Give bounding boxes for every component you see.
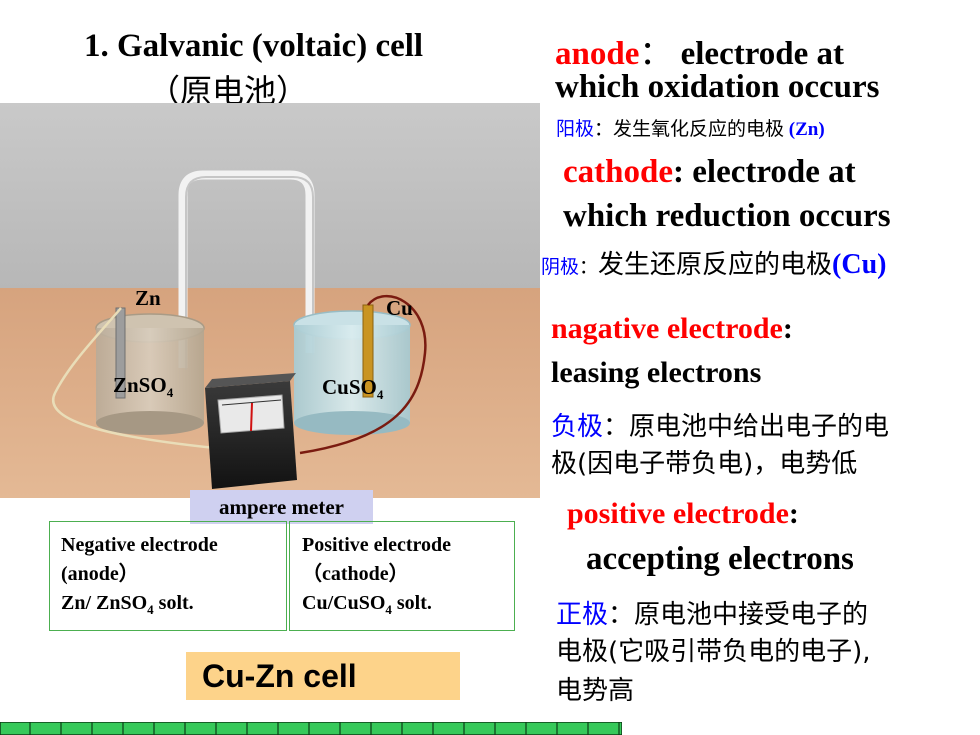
cuso4-beaker: [294, 325, 410, 423]
cuso4-label: CuSO4: [322, 375, 384, 403]
anode-heading: anode： electrode at: [555, 33, 844, 72]
negative-box-line3: Zn/ ZnSO4 solt.: [61, 592, 194, 617]
ammeter-needle: [250, 402, 253, 432]
positive-definition: accepting electrons: [586, 541, 854, 577]
slide-title: 1. Galvanic (voltaic) cell: [84, 28, 424, 64]
copper-wire: [299, 294, 427, 455]
anode-chinese: 阳极：发生氧化反应的电极 (Zn): [556, 118, 825, 140]
zinc-wire: [52, 307, 216, 450]
zinc-label: Zn: [135, 286, 161, 310]
cathode-term: cathode: [563, 154, 673, 190]
cathode-chinese: 阴极：发生还原反应的电极(Cu): [541, 249, 887, 280]
anode-definition: which oxidation occurs: [555, 69, 880, 105]
negative-chinese-line2: 极(因电子带负电)，电势低: [551, 449, 858, 479]
negative-cn-term: 负极: [551, 412, 604, 442]
positive-box-line3: Cu/CuSO4 solt.: [302, 592, 432, 617]
positive-chinese-line1: 正极：原电池中接受电子的: [556, 600, 869, 630]
negative-heading: nagative electrode:: [551, 312, 793, 345]
positive-heading: positive electrode:: [567, 497, 799, 530]
negative-chinese-line1: 负极：原电池中给出电子的电: [551, 412, 890, 442]
positive-cn-term: 正极: [556, 600, 609, 630]
cathode-cn-term: 阴极: [541, 256, 580, 278]
positive-box-line1: Positive electrode: [302, 534, 452, 556]
anode-term: anode: [555, 36, 640, 72]
znso4-label: ZnSO4: [113, 373, 174, 401]
negative-electrode-box: Negative electrode (anode） Zn/ ZnSO4 sol…: [49, 521, 287, 631]
positive-term: positive electrode: [567, 497, 789, 530]
cathode-heading: cathode: electrode at: [563, 154, 856, 190]
copper-label: Cu: [386, 296, 413, 320]
positive-chinese-line3: 电势高: [556, 676, 635, 706]
znso4-beaker: [96, 328, 204, 423]
negative-definition: leasing electrons: [551, 356, 762, 389]
positive-electrode-box: Positive electrode （cathode） Cu/CuSO4 so…: [289, 521, 515, 631]
cell-name-label: Cu-Zn cell: [186, 652, 460, 700]
negative-box-line1: Negative electrode: [61, 534, 218, 556]
wall: [0, 103, 540, 288]
positive-chinese-line2: 电极(它吸引带负电的电子),: [556, 637, 871, 667]
negative-box-line2: (anode）: [61, 563, 139, 585]
positive-box-line2: （cathode）: [302, 563, 409, 585]
anode-cn-term: 阳极: [556, 118, 595, 140]
salt-bridge: [178, 170, 315, 368]
cathode-definition: which reduction occurs: [563, 198, 891, 234]
negative-term: nagative electrode: [551, 312, 783, 345]
ammeter-caption: ampere meter: [190, 490, 373, 524]
galvanic-cell-illustration: Zn Cu ZnSO4 CuSO4: [0, 103, 540, 498]
cell-scene-svg: [0, 103, 540, 498]
decorative-bottom-strip: [0, 722, 622, 735]
